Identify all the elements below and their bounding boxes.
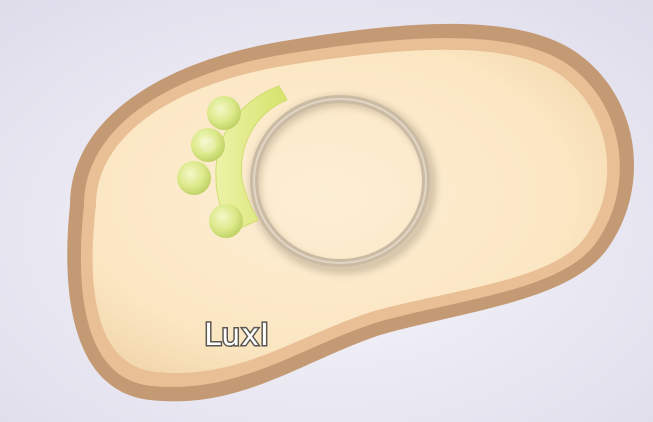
molecule	[177, 161, 211, 195]
molecule	[207, 96, 241, 130]
luxi-label: LuxI	[204, 318, 270, 353]
molecule	[200, 137, 216, 153]
molecule	[209, 204, 243, 238]
